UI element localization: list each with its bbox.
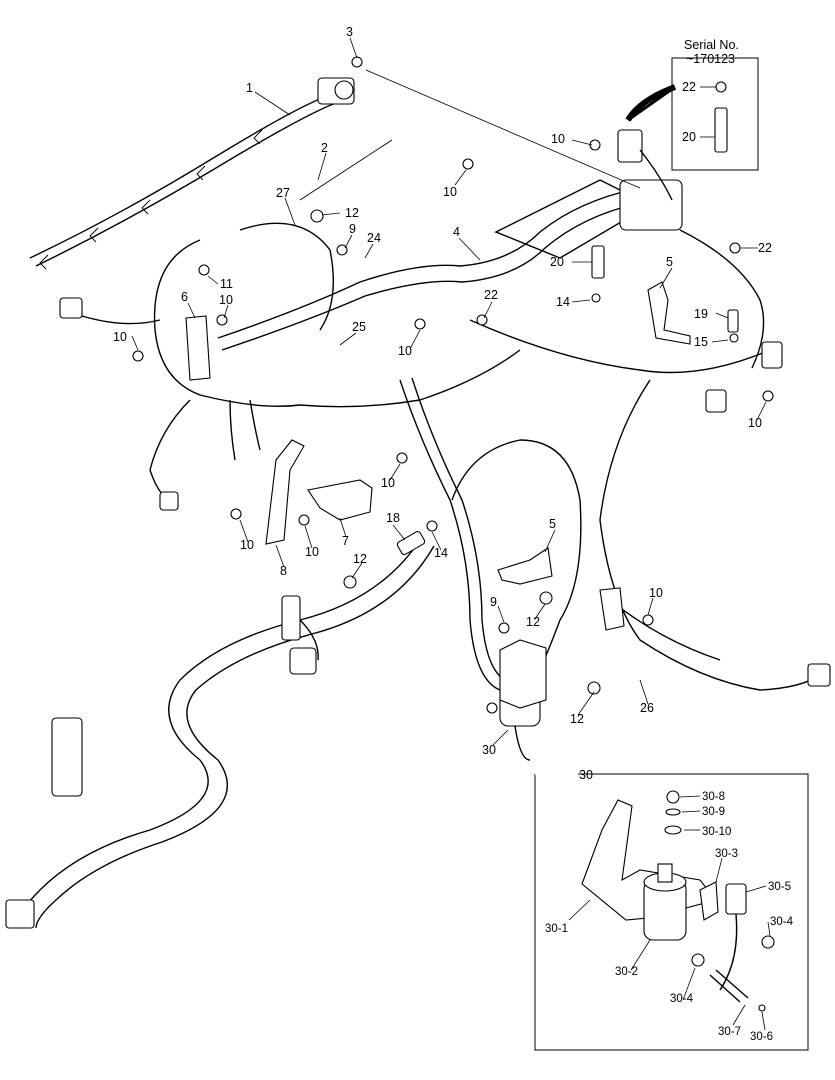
callout-9: 9 <box>349 222 356 236</box>
callout-18: 18 <box>386 511 400 525</box>
callout-14: 14 <box>556 295 570 309</box>
detail-callout-30-4a: 30-4 <box>770 916 794 928</box>
callout-9: 9 <box>490 595 497 609</box>
callout-10: 10 <box>443 185 457 199</box>
callout-27: 27 <box>276 186 290 200</box>
callout-22: 22 <box>758 241 772 255</box>
callout-10: 10 <box>219 293 233 307</box>
stud-19 <box>727 309 739 333</box>
serial-callout-20: 20 <box>682 130 696 144</box>
detail-callout-30-6: 30-6 <box>750 1031 773 1043</box>
detail-callout-30-10: 30-10 <box>702 826 731 838</box>
detail-box-30: 30 30-8 30-9 30-10 30-3 30-5 30-4 30-1 3… <box>534 768 809 1051</box>
callout-4: 4 <box>453 225 460 239</box>
callout-10: 10 <box>305 545 319 559</box>
detail-title: 30 <box>579 768 593 782</box>
right-branches <box>469 229 831 691</box>
callout-11: 11 <box>220 277 233 291</box>
stud-20 <box>591 245 605 279</box>
detail-callout-30-9: 30-9 <box>702 806 725 818</box>
lower-left-harness <box>5 539 435 929</box>
callout-14: 14 <box>434 546 448 560</box>
callout-12: 12 <box>526 615 540 629</box>
callout-6: 6 <box>181 290 188 304</box>
callout-24: 24 <box>367 231 381 245</box>
serial-box: Serial No. ~170123 22 20 <box>625 38 759 171</box>
detail-callout-30-8: 30-8 <box>702 791 725 803</box>
callout-12: 12 <box>353 552 367 566</box>
callout-7: 7 <box>342 534 349 548</box>
callout-10: 10 <box>551 132 565 146</box>
callout-22: 22 <box>484 288 498 302</box>
left-loop-harness <box>59 222 521 511</box>
serial-title: Serial No. <box>684 38 739 52</box>
callout-30: 30 <box>482 743 496 757</box>
callout-10: 10 <box>748 416 762 430</box>
detail-callout-30-3: 30-3 <box>715 848 738 860</box>
injector-harness <box>29 77 355 270</box>
callout-2: 2 <box>321 141 328 155</box>
detail-callout-30-2: 30-2 <box>615 966 638 978</box>
callout-10: 10 <box>240 538 254 552</box>
callout-15: 15 <box>694 335 708 349</box>
callout-labels: 3 1 2 27 12 9 24 4 10 10 20 14 22 22 5 1… <box>113 25 772 757</box>
detail-callout-30-4b: 30-4 <box>670 993 694 1005</box>
callout-12: 12 <box>345 206 359 220</box>
detail-callout-30-1: 30-1 <box>545 923 568 935</box>
brackets <box>185 281 691 631</box>
callout-25: 25 <box>352 320 366 334</box>
serial-range: ~170123 <box>686 52 735 66</box>
spacer-18 <box>396 530 426 556</box>
callout-1: 1 <box>246 81 253 95</box>
center-harness <box>399 377 582 691</box>
callout-8: 8 <box>280 564 287 578</box>
serial-callout-22: 22 <box>682 80 696 94</box>
callout-3: 3 <box>346 25 353 39</box>
cable-tie <box>299 139 393 201</box>
harness-drawing <box>5 56 831 929</box>
solenoid-30 <box>499 639 547 761</box>
callout-10: 10 <box>398 344 412 358</box>
callout-19: 19 <box>694 307 708 321</box>
callout-5: 5 <box>666 255 673 269</box>
callout-10: 10 <box>113 330 127 344</box>
callout-10: 10 <box>381 476 395 490</box>
detail-callout-30-7: 30-7 <box>718 1026 741 1038</box>
bolts <box>132 56 774 714</box>
main-trunk <box>217 129 683 351</box>
callout-10: 10 <box>649 586 663 600</box>
callout-20: 20 <box>550 255 564 269</box>
detail-callout-30-5: 30-5 <box>768 881 791 893</box>
callout-12: 12 <box>570 712 584 726</box>
callout-5: 5 <box>549 517 556 531</box>
callout-26: 26 <box>640 701 654 715</box>
